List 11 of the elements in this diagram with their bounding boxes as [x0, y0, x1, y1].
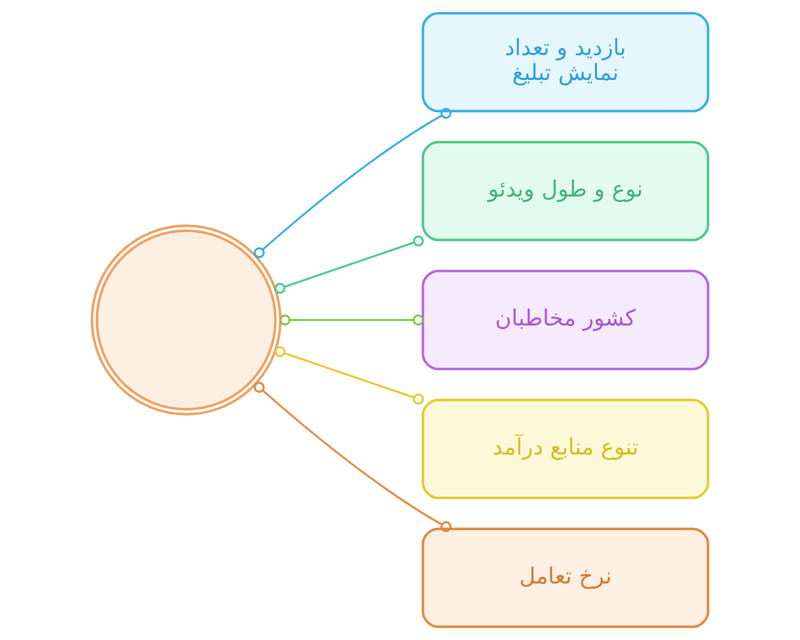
connector: [280, 314, 424, 326]
node-box: نوع و طول ویدئو: [422, 140, 710, 242]
connector: [254, 382, 452, 532]
connector: [274, 236, 424, 294]
connector: [254, 108, 452, 258]
connector: [274, 346, 424, 404]
node-box: بازدید و تعداد نمایش تبلیغ: [422, 12, 710, 112]
node-circle: [90, 224, 282, 416]
node-box: تنوع منابع درآمد: [422, 398, 710, 500]
node-box: نرخ تعامل: [422, 528, 710, 628]
node-box: کشور مخاطبان: [422, 270, 710, 370]
